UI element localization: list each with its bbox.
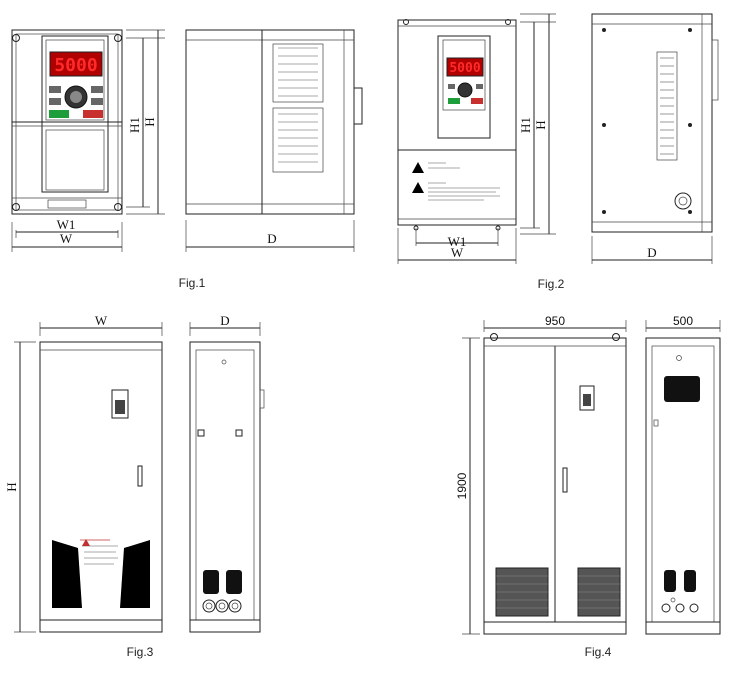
fig1-display-text: 5000 (54, 55, 97, 76)
fig4-front-view: 950 1900 (455, 314, 627, 635)
fig2-w-label: W (451, 245, 464, 260)
fig4-width-label: 950 (545, 314, 565, 328)
fig3-front-view: W H (4, 313, 163, 633)
fig3-vent-left (52, 540, 82, 608)
fig4-height-label: 1900 (455, 472, 469, 499)
fig2-knob-icon (457, 82, 473, 98)
fig2-display (446, 57, 484, 77)
fig3-caption: Fig.3 (127, 645, 154, 659)
fig1-w-label: W (60, 231, 73, 246)
fig2-caption: Fig.2 (538, 277, 565, 291)
fig2-side-view: D (591, 13, 719, 264)
fig4-vent-2 (684, 570, 696, 592)
fig3-vent-1 (203, 570, 219, 594)
fig1-run-button (49, 110, 69, 118)
fig1-display (49, 51, 103, 77)
fig2-stop-button (471, 98, 483, 104)
fig3-warning-icon (82, 539, 90, 546)
fig2-w1-label: W1 (448, 234, 467, 249)
fig1-front-view: 5000 W1 W H1 H (11, 29, 165, 252)
fig3-h-label: H (4, 482, 19, 491)
fig2-display-text: 5000 (449, 61, 480, 76)
fig3-side-view: D (189, 313, 265, 633)
fig1-stop-button (83, 110, 103, 118)
fig3-d-label: D (220, 313, 229, 328)
fig1-w1-label: W1 (57, 217, 76, 232)
fig1-caption: Fig.1 (179, 276, 206, 290)
fig2-warning-icon-2 (412, 182, 424, 193)
fig3-vent-2 (226, 570, 242, 594)
fig1-d-label: D (267, 231, 276, 246)
fig3-vent-right (120, 540, 150, 608)
fig1-h1-label: H1 (127, 117, 142, 133)
fig2-front-view: 5000 W1 W H1 H (397, 13, 556, 264)
fig2-warning-icon (412, 162, 424, 173)
fig4-caption: Fig.4 (585, 645, 612, 659)
fig1-h-label: H (142, 117, 157, 126)
fig4-depth-label: 500 (673, 314, 693, 328)
fig2-run-button (448, 98, 460, 104)
fig2-h-label: H (533, 120, 548, 129)
fig4-vent-1 (664, 570, 676, 592)
fig2-d-label: D (647, 245, 656, 260)
fig4-side-view: 500 (645, 314, 721, 635)
fig2-ground-icon (674, 192, 692, 210)
fig1-side-view: D (185, 29, 363, 252)
fig2-h1-label: H1 (518, 117, 533, 133)
fig3-w-label: W (95, 313, 108, 328)
fig4-fan-vent (664, 376, 700, 402)
